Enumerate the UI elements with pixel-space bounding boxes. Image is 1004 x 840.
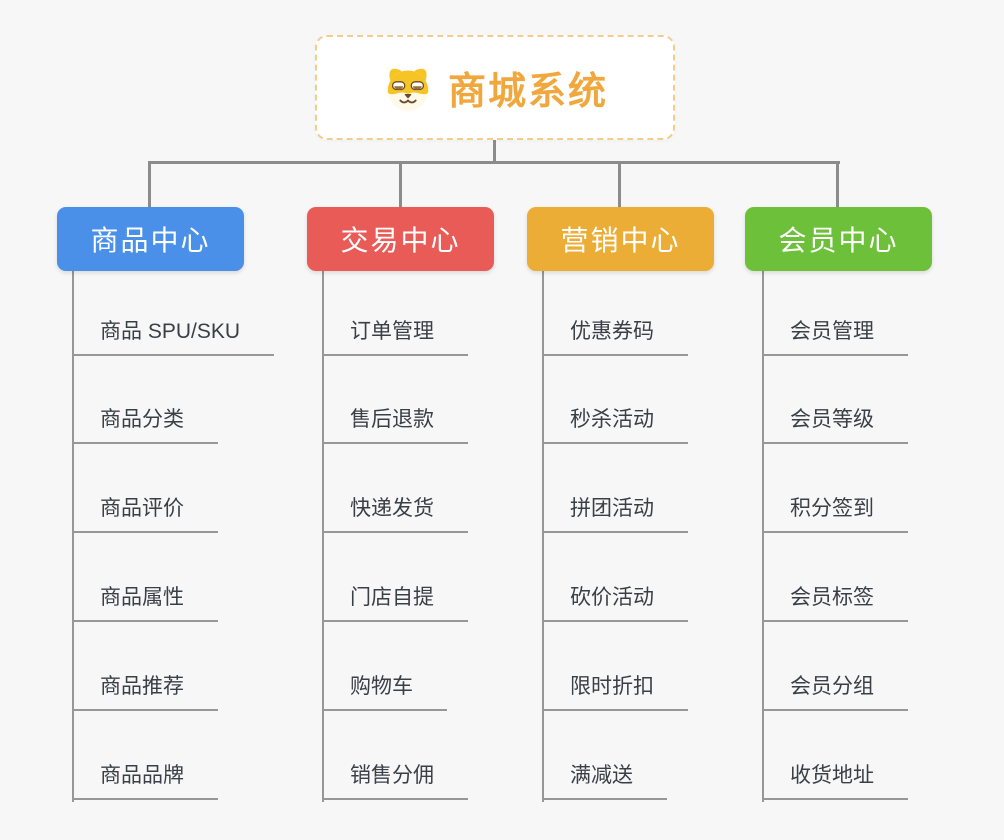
connector-root-stub: [493, 140, 496, 164]
leaf-node[interactable]: 售后退款: [322, 406, 468, 444]
connector-branch-stub: [399, 161, 402, 207]
connector-trunk: [542, 271, 544, 802]
leaf-node[interactable]: 砍价活动: [542, 584, 688, 622]
connector-branch-stub: [618, 161, 621, 207]
leaf-node[interactable]: 限时折扣: [542, 673, 688, 711]
leaf-node[interactable]: 会员等级: [762, 406, 908, 444]
leaf-node[interactable]: 商品分类: [72, 406, 218, 444]
branch-node-member-center[interactable]: 会员中心: [745, 207, 932, 271]
leaf-node[interactable]: 会员管理: [762, 318, 908, 356]
leaf-node[interactable]: 商品推荐: [72, 673, 218, 711]
leaf-node[interactable]: 销售分佣: [322, 762, 468, 800]
leaf-node[interactable]: 秒杀活动: [542, 406, 688, 444]
leaf-node[interactable]: 积分签到: [762, 495, 908, 533]
leaf-node[interactable]: 购物车: [322, 673, 447, 711]
connector-trunk: [72, 271, 74, 802]
leaf-node[interactable]: 会员分组: [762, 673, 908, 711]
leaf-node[interactable]: 商品属性: [72, 584, 218, 622]
leaf-node[interactable]: 会员标签: [762, 584, 908, 622]
dog-face-icon: [387, 68, 429, 112]
leaf-node[interactable]: 优惠券码: [542, 318, 688, 356]
connector-branch-stub: [148, 161, 151, 207]
leaf-node[interactable]: 订单管理: [322, 318, 468, 356]
connector-branch-stub: [836, 161, 839, 207]
root-node-title: 商城系统: [447, 71, 608, 113]
connector-horizontal-spine: [148, 161, 840, 164]
root-node-mall-system[interactable]: 商城系统: [315, 35, 675, 140]
branch-label: 交易中心: [340, 225, 461, 256]
leaf-node[interactable]: 门店自提: [322, 584, 468, 622]
branch-label: 营销中心: [560, 225, 681, 256]
branch-node-product-center[interactable]: 商品中心: [57, 207, 244, 271]
connector-trunk: [762, 271, 764, 802]
leaf-node[interactable]: 收货地址: [762, 762, 908, 800]
leaf-node[interactable]: 拼团活动: [542, 495, 688, 533]
leaf-node[interactable]: 商品评价: [72, 495, 218, 533]
leaf-node[interactable]: 商品品牌: [72, 762, 218, 800]
branch-node-trade-center[interactable]: 交易中心: [307, 207, 494, 271]
leaf-node[interactable]: 商品 SPU/SKU: [72, 318, 275, 356]
connector-trunk: [322, 271, 324, 802]
branch-label: 会员中心: [778, 225, 899, 256]
leaf-node[interactable]: 满减送: [542, 762, 667, 800]
branch-node-marketing-center[interactable]: 营销中心: [527, 207, 714, 271]
leaf-node[interactable]: 快递发货: [322, 495, 468, 533]
branch-label: 商品中心: [90, 225, 211, 256]
